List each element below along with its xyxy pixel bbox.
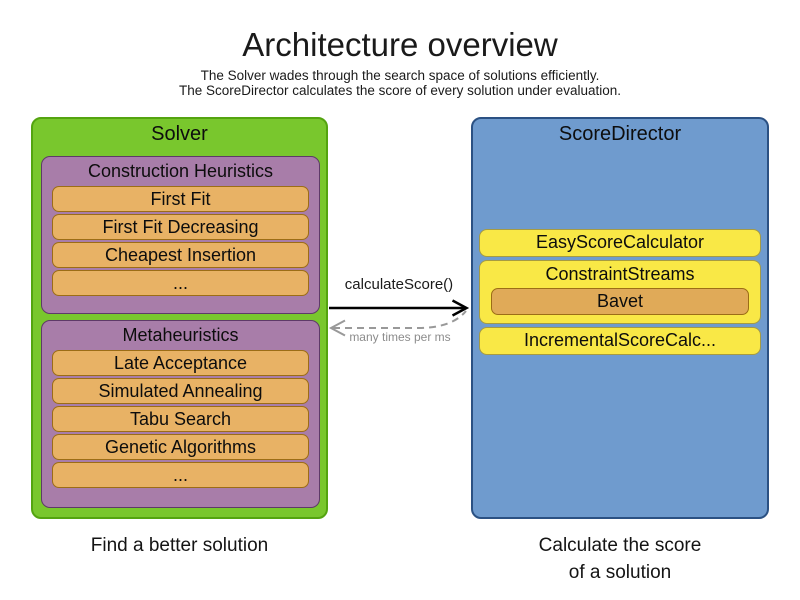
metaheuristic-item: Late Acceptance (52, 350, 309, 376)
metaheuristic-item: Genetic Algorithms (52, 434, 309, 460)
metaheuristics-title: Metaheuristics (122, 325, 239, 345)
score-director-caption-line-2: of a solution (568, 562, 672, 583)
easy-score-calculator: EasyScoreCalculator (479, 229, 761, 257)
metaheuristic-item: Tabu Search (52, 406, 309, 432)
score-director-caption: Calculate the score of a solution (471, 532, 769, 586)
solver-box: Solver Construction Heuristics First Fit… (31, 117, 328, 519)
bavet-engine: Bavet (491, 288, 749, 315)
solver-box-title: Solver (151, 123, 208, 145)
subtitle-line-2: The ScoreDirector calculates the score o… (179, 83, 621, 98)
solver-caption: Find a better solution (90, 535, 269, 556)
construction-heuristics-group: Construction Heuristics First Fit First … (41, 156, 320, 314)
metaheuristics-items: Late Acceptance Simulated Annealing Tabu… (42, 349, 319, 488)
heuristic-item: Cheapest Insertion (52, 242, 309, 268)
frequency-label: many times per ms (349, 330, 451, 344)
heuristic-item: First Fit (52, 186, 309, 212)
constraint-streams-label: ConstraintStreams (545, 264, 695, 284)
score-director-box-title: ScoreDirector (558, 123, 682, 145)
heuristic-item-ellipsis: ... (52, 270, 309, 296)
metaheuristics-group: Metaheuristics Late Acceptance Simulated… (41, 320, 320, 508)
metaheuristic-item: Simulated Annealing (52, 378, 309, 404)
score-director-box: ScoreDirector EasyScoreCalculator Constr… (471, 117, 769, 519)
incremental-score-calculator: IncrementalScoreCalc... (479, 327, 761, 355)
subtitle-line-1: The Solver wades through the search spac… (200, 68, 600, 83)
heuristic-item: First Fit Decreasing (52, 214, 309, 240)
constraint-streams: ConstraintStreams Bavet (479, 260, 761, 324)
construction-heuristics-title: Construction Heuristics (87, 161, 274, 181)
calculate-score-arrow (329, 299, 470, 317)
calculator-stack: EasyScoreCalculator ConstraintStreams Ba… (479, 229, 761, 355)
construction-heuristics-items: First Fit First Fit Decreasing Cheapest … (42, 185, 319, 296)
calculate-score-label: calculateScore() (344, 276, 454, 293)
page-title: Architecture overview (242, 26, 558, 63)
metaheuristic-item-ellipsis: ... (52, 462, 309, 488)
score-director-caption-line-1: Calculate the score (538, 535, 702, 556)
